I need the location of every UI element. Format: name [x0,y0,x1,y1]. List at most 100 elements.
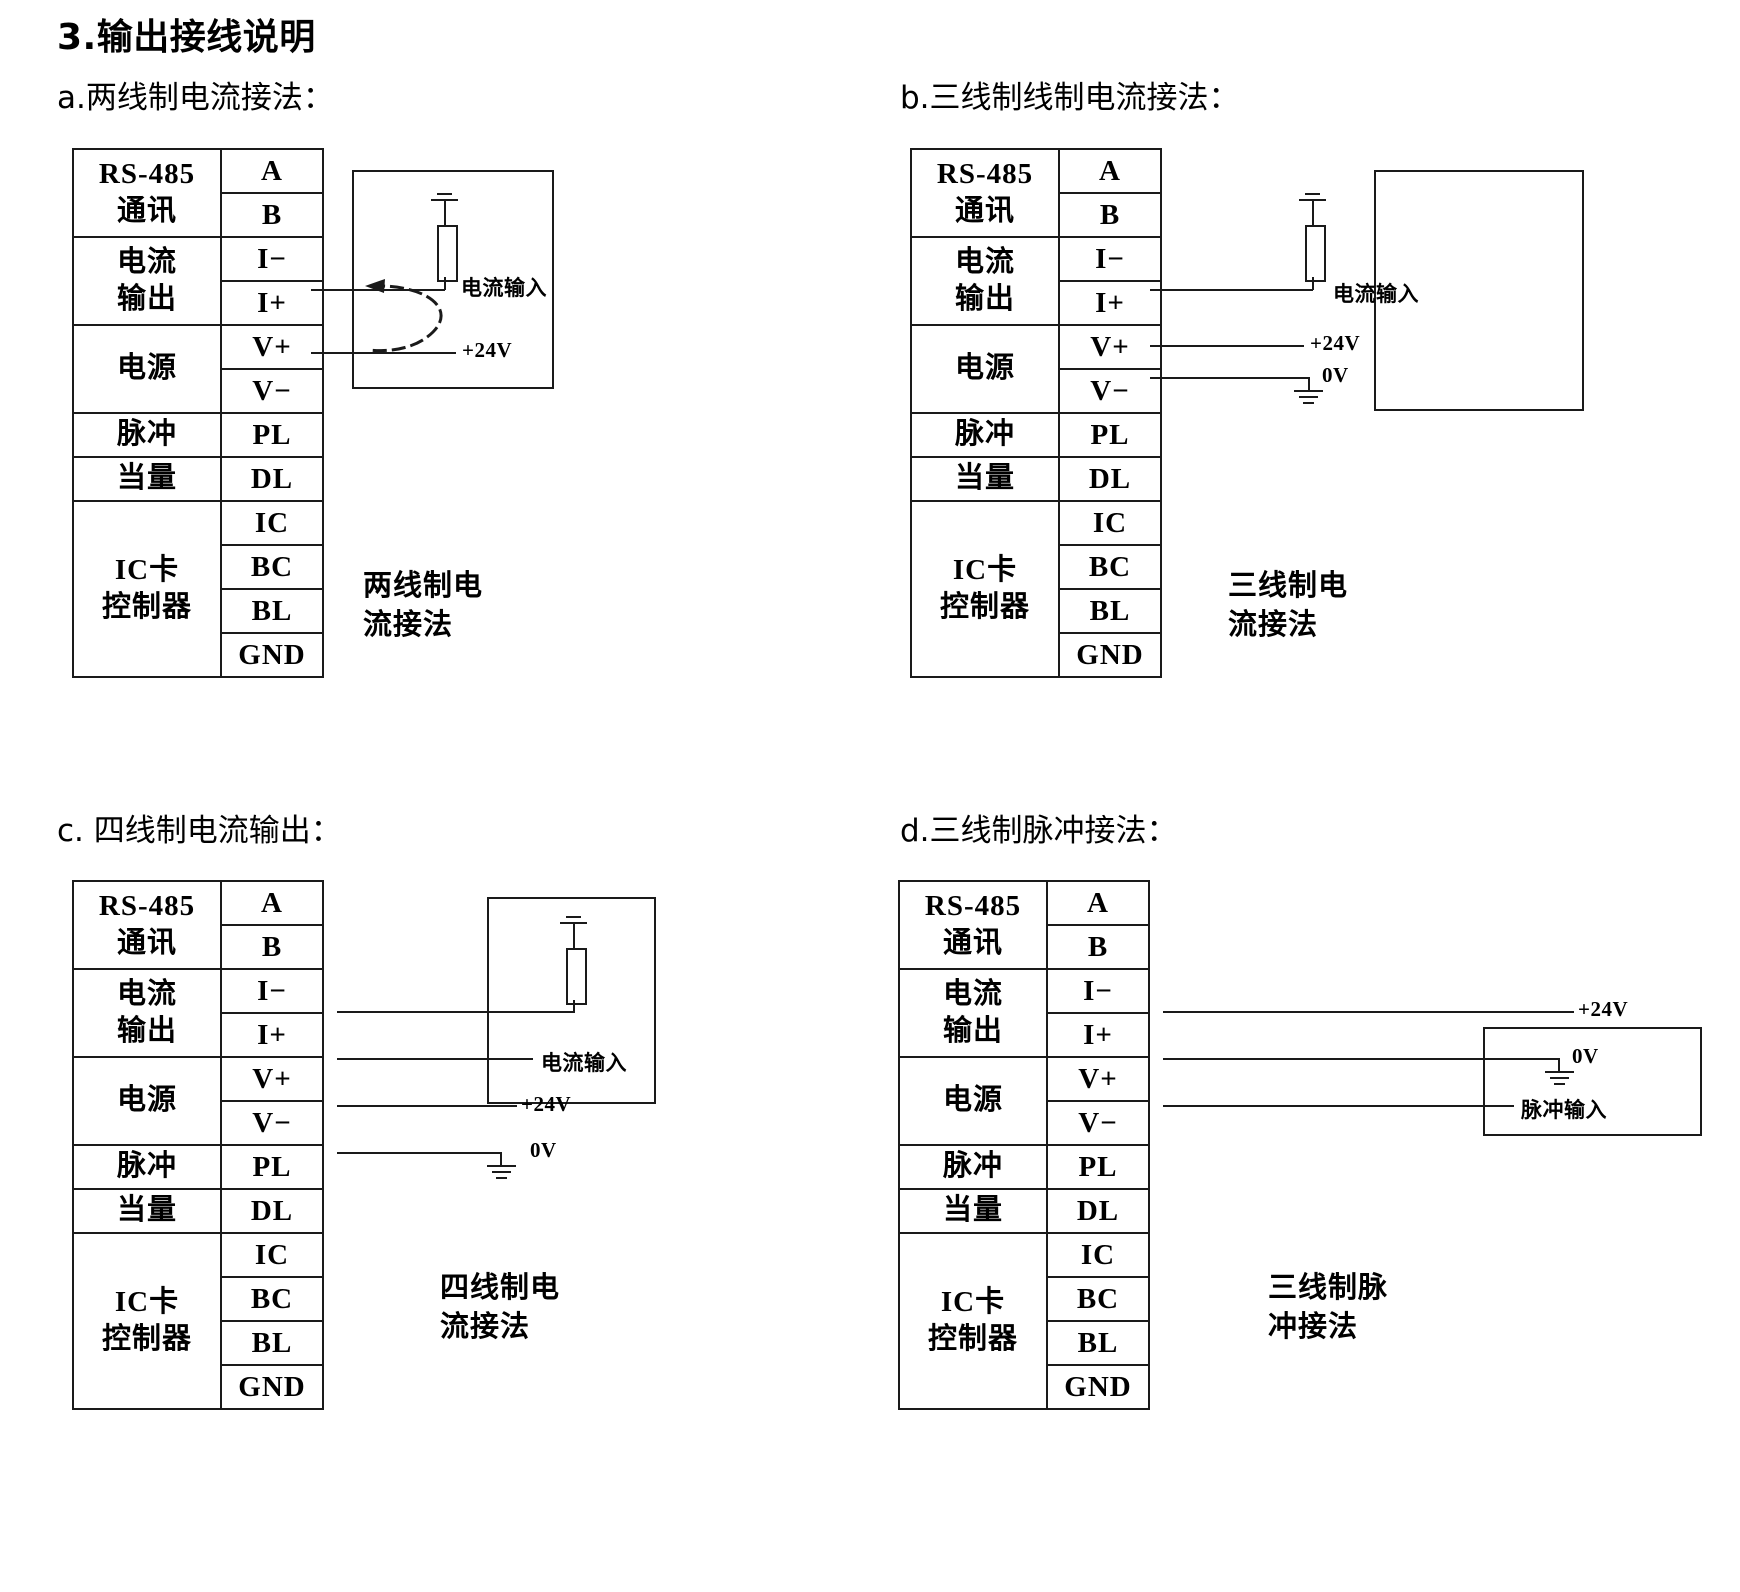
signal-label-0v-b: 0V [1322,363,1349,387]
pin-dl: DL [1046,1188,1150,1234]
table-row: GND [73,1364,324,1410]
table-row: 脉冲 PL [898,1144,1150,1190]
group-label-power: 电源 [910,324,1060,414]
pin-bc: BC [1058,544,1162,590]
wire-v-plus-d [1163,1011,1574,1013]
group-label-equivalent: 当量 [72,1188,222,1234]
pin-a: A [1046,880,1150,926]
table-row: 电流 输出 I− [898,968,1150,1058]
table-row: BL [911,588,1162,634]
pin-ic: IC [1058,500,1162,546]
ground-bar-0v-d-2 [1550,1077,1569,1079]
signal-label-0v-d: 0V [1572,1044,1599,1068]
resistor-lead-top-c [573,922,575,949]
group-label-pulse: 脉冲 [72,1144,222,1190]
pin-bl: BL [1058,588,1162,634]
resistor-lead-bottom-c [573,1000,575,1012]
table-row: BC [899,1276,1150,1322]
table-row: IC卡 控制器 IC [72,500,324,678]
ground-bar-0v-c-3 [496,1177,507,1179]
group-label-power: 电源 [72,1056,222,1146]
wire-i-plus-c [337,1058,533,1060]
table-row: I+ [73,280,324,326]
pin-bl: BL [220,1320,324,1366]
panel-c-caption: 四线制电 流接法 [440,1270,561,1344]
pin-gnd: GND [220,1364,324,1410]
wire-v-plus-a [311,352,456,354]
pin-gnd: GND [1046,1364,1150,1410]
pin-i-plus: I+ [220,280,324,326]
resistor-symbol-b [1305,225,1326,282]
ground-lead-c [500,1152,502,1166]
table-row: I+ [911,280,1162,326]
ground-bar-b-1 [1299,199,1326,201]
table-row: 当量 DL [898,1188,1150,1234]
group-label-equivalent: 当量 [910,456,1060,502]
signal-label-current-input-b: 电流输入 [1333,282,1419,306]
table-row: 电源 V+ [72,324,324,414]
table-row: B [911,192,1162,238]
pin-b: B [220,924,324,970]
ground-bar-0v-b-3 [1303,402,1314,404]
table-row: BL [73,588,324,634]
ground-bar-a-2 [437,193,452,195]
panel-c-terminal-table: RS-485 通讯 A B 电流 输出 I− I+ 电源 V+ V− 脉冲 PL… [72,880,324,1410]
ground-lead-d [1558,1058,1560,1072]
group-label-current-output: 电流 输出 [72,236,222,326]
pin-bc: BC [220,1276,324,1322]
table-row: 电流 输出 I− [72,968,324,1058]
pin-v-minus: V− [1046,1100,1150,1146]
device-box-a [352,170,554,389]
resistor-symbol-c [566,948,587,1005]
group-label-rs485: RS-485 通讯 [910,148,1060,238]
resistor-symbol-a [437,225,458,282]
signal-label-24v-d: +24V [1578,997,1629,1021]
panel-c-heading: c. 四线制电流输出： [57,813,342,849]
table-row: BC [911,544,1162,590]
table-row: RS-485 通讯 A [72,880,324,970]
table-row: BL [73,1320,324,1366]
wire-i-minus-c [337,1011,575,1013]
pin-pl: PL [1046,1144,1150,1190]
ground-bar-a-1 [431,199,458,201]
group-label-ic-controller: IC卡 控制器 [898,1232,1048,1410]
wire-supply-0v-c [337,1152,502,1154]
group-label-rs485: RS-485 通讯 [72,148,222,238]
resistor-lead-bottom-b [1312,277,1314,290]
pin-i-minus: I− [1058,236,1162,282]
table-row: BC [73,1276,324,1322]
table-row: 脉冲 PL [72,412,324,458]
pin-i-plus: I+ [220,1012,324,1058]
table-row: IC卡 控制器 IC [72,1232,324,1410]
signal-label-24v-c: +24V [521,1092,572,1116]
device-box-d [1483,1027,1702,1136]
pin-a: A [220,880,324,926]
wire-supply-24v-c [337,1105,517,1107]
pin-a: A [220,148,324,194]
table-row: V− [911,368,1162,414]
table-row: RS-485 通讯 A [898,880,1150,970]
device-box-c [487,897,656,1104]
page-title: 3.输出接线说明 [57,17,316,58]
pin-b: B [1058,192,1162,238]
wire-v-minus-d [1163,1058,1560,1060]
signal-label-24v-a: +24V [462,338,513,362]
group-label-current-output: 电流 输出 [898,968,1048,1058]
group-label-ic-controller: IC卡 控制器 [72,500,222,678]
table-row: 电流 输出 I− [910,236,1162,326]
table-row: 脉冲 PL [72,1144,324,1190]
panel-d-heading: d.三线制脉冲接法： [900,813,1178,849]
pin-i-minus: I− [1046,968,1150,1014]
table-row: BL [899,1320,1150,1366]
group-label-current-output: 电流 输出 [910,236,1060,326]
panel-b-terminal-table: RS-485 通讯 A B 电流 输出 I− I+ 电源 V+ V− 脉冲 PL… [910,148,1162,678]
table-row: V− [73,1100,324,1146]
table-row: V− [899,1100,1150,1146]
panel-a-heading: a.两线制电流接法： [57,80,334,116]
table-row: RS-485 通讯 A [72,148,324,238]
pin-i-minus: I− [220,968,324,1014]
pin-pl: PL [1058,412,1162,458]
table-row: GND [911,632,1162,678]
group-label-pulse: 脉冲 [910,412,1060,458]
terminal-table: RS-485 通讯 A B 电流 输出 I− I+ 电源 V+ V− 脉冲 PL… [72,880,324,1410]
